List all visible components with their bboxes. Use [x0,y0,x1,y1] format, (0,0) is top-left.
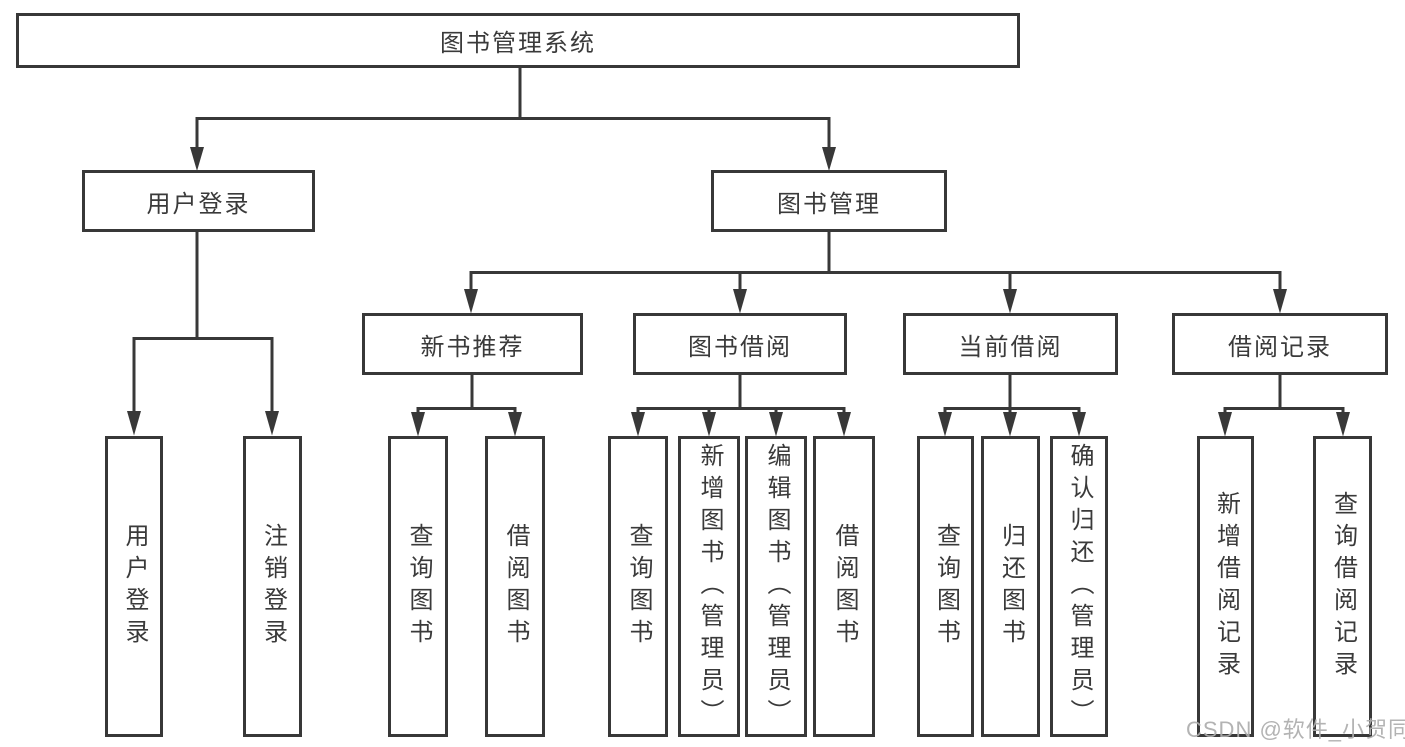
node-leaf-bb-edit-books-admin: 编辑图书（管理员） [745,436,807,737]
node-leaf-cb-query-books: 查询图书 [917,436,974,737]
arrow-currentborrow [1003,289,1017,314]
arrow-login [127,411,141,436]
node-leaf-logout: 注销登录 [243,436,302,737]
node-leaf-bb-query-books: 查询图书 [608,436,668,737]
arrow-borrowrecord [1273,289,1287,314]
node-book-management: 图书管理 [711,170,947,232]
arrow-cb-return [1003,412,1017,437]
node-user-login: 用户登录 [82,170,315,232]
arrowheads [127,147,1350,437]
csdn-watermark: CSDN @软件_小贺同学 [1186,717,1405,742]
arrow-bookmgmt [822,147,836,171]
node-leaf-cb-confirm-return-admin: 确认归还（管理员） [1050,436,1108,737]
arrow-nb-borrow [508,412,522,437]
node-new-book-recommend: 新书推荐 [362,313,583,375]
edge-level2-rail [195,117,831,150]
arrow-bookborrow [733,289,747,314]
node-leaf-br-add-record: 新增借阅记录 [1197,436,1254,737]
arrow-bb-add [702,412,716,437]
node-leaf-nb-borrow-books: 借阅图书 [485,436,545,737]
node-current-borrow: 当前借阅 [903,313,1118,375]
edge-currentborrow-rail [943,407,1081,414]
edge-bookborrow-rail [636,407,846,414]
node-leaf-bb-borrow-books: 借阅图书 [813,436,875,737]
node-borrow-record: 借阅记录 [1172,313,1388,375]
arrow-bb-borrow [837,412,851,437]
node-library-management-system: 图书管理系统 [16,13,1020,68]
arrow-nb-query [411,412,425,437]
edge-userlogin-rail [132,337,274,413]
edge-borrowrecord-rail [1223,407,1345,414]
node-book-borrow: 图书借阅 [633,313,847,375]
arrow-br-add [1218,412,1232,437]
node-leaf-nb-query-books: 查询图书 [388,436,448,737]
arrow-newbookrec [464,289,478,314]
arrow-bb-query [631,412,645,437]
node-leaf-user-login: 用户登录 [105,436,163,737]
arrow-bb-edit [769,412,783,437]
arrow-cb-confirm [1072,412,1086,437]
node-leaf-br-query-record: 查询借阅记录 [1313,436,1372,737]
edge-level3-rail [469,271,1282,294]
arrow-userlogin [190,147,204,171]
node-leaf-cb-return-books: 归还图书 [981,436,1040,737]
edge-newbookrec-rail [416,407,517,414]
node-leaf-bb-add-books-admin: 新增图书（管理员） [678,436,740,737]
arrow-cb-query [938,412,952,437]
arrow-br-query [1336,412,1350,437]
arrow-logout [265,411,279,436]
